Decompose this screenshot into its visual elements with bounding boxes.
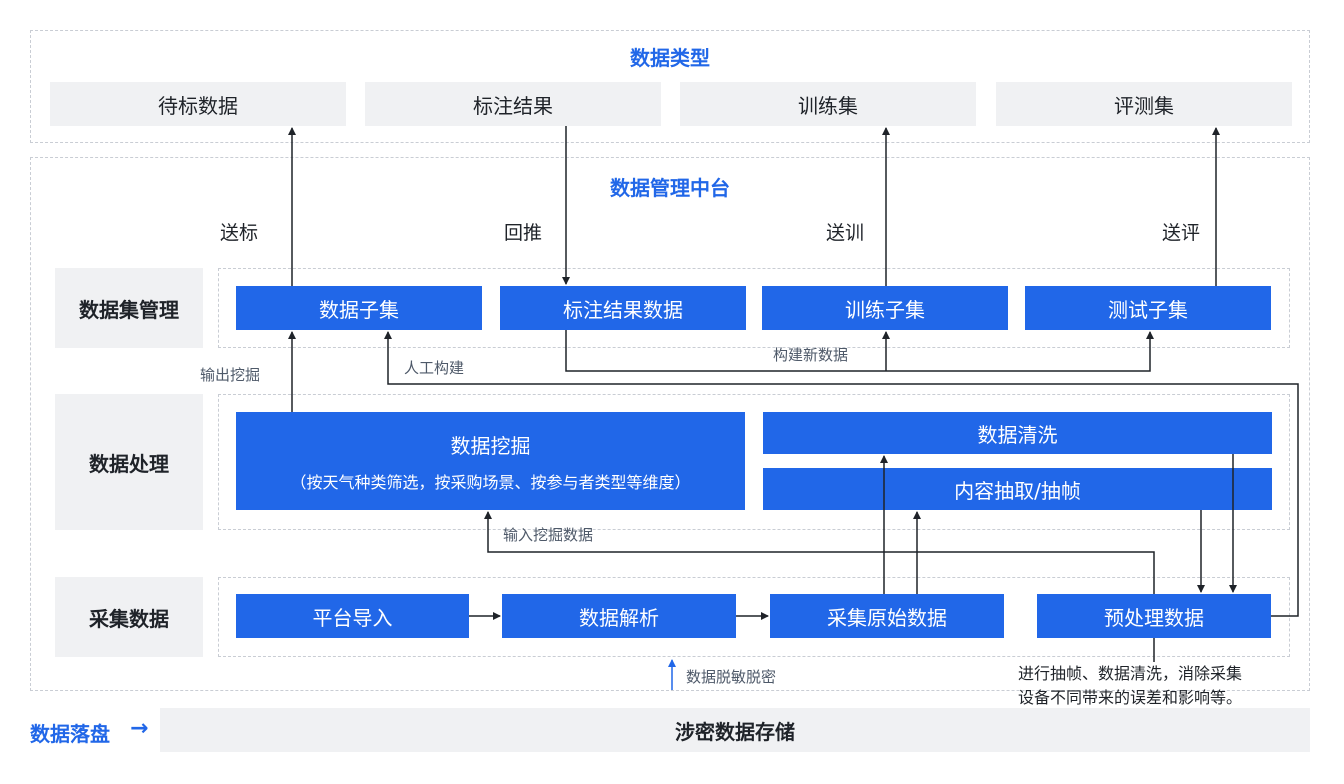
platform-import-box: 平台导入	[236, 594, 469, 638]
raw-collected-data-box: 采集原始数据	[770, 594, 1004, 638]
data-parsing-box: 数据解析	[502, 594, 736, 638]
content-extraction-box: 内容抽取/抽帧	[763, 468, 1272, 510]
row-label-data-collection: 采集数据	[55, 577, 203, 657]
test-subset-box: 测试子集	[1025, 286, 1271, 330]
flow-label-send-eval: 送评	[1162, 222, 1201, 244]
note-output-mining: 输出挖掘	[200, 366, 261, 384]
data-mining-box: 数据挖掘 （按天气种类筛选，按采购场景、按参与者类型等维度）	[236, 412, 745, 510]
storage-label: 数据落盘	[30, 722, 110, 746]
data-platform-frame	[30, 157, 1310, 691]
data-mining-title: 数据挖掘	[450, 433, 531, 458]
flow-label-pushback: 回推	[504, 222, 543, 244]
annotation-result-data-box: 标注结果数据	[500, 286, 746, 330]
note-build-new-data: 构建新数据	[773, 346, 849, 364]
data-types-frame	[30, 30, 1310, 143]
data-type-pending-label: 待标数据	[50, 82, 346, 126]
row-label-data-processing: 数据处理	[55, 394, 203, 530]
row-label-dataset-management: 数据集管理	[55, 268, 203, 348]
data-type-annotation-result: 标注结果	[365, 82, 661, 126]
data-types-title: 数据类型	[630, 46, 710, 70]
flow-label-send-annotation: 送标	[220, 222, 259, 244]
note-input-mining-data: 输入挖掘数据	[503, 526, 594, 544]
data-platform-title: 数据管理中台	[610, 176, 730, 200]
note-preprocess-line1: 进行抽帧、数据清洗，消除采集	[1018, 664, 1243, 683]
data-cleaning-box: 数据清洗	[763, 412, 1272, 454]
note-desensitize: 数据脱敏脱密	[686, 668, 777, 686]
data-mining-subtitle: （按天气种类筛选，按采购场景、按参与者类型等维度）	[290, 472, 691, 492]
training-subset-box: 训练子集	[762, 286, 1008, 330]
data-type-eval-set: 评测集	[996, 82, 1292, 126]
note-preprocess-line2: 设备不同带来的误差和影响等。	[1018, 688, 1243, 707]
data-type-training-set: 训练集	[680, 82, 976, 126]
storage-arrow-icon: →	[130, 716, 149, 741]
flow-label-send-training: 送训	[826, 222, 865, 244]
dataset-subset-box: 数据子集	[236, 286, 482, 330]
note-manual-build: 人工构建	[404, 359, 465, 377]
preprocessed-data-box: 预处理数据	[1037, 594, 1271, 638]
classified-storage-box: 涉密数据存储	[160, 708, 1310, 752]
